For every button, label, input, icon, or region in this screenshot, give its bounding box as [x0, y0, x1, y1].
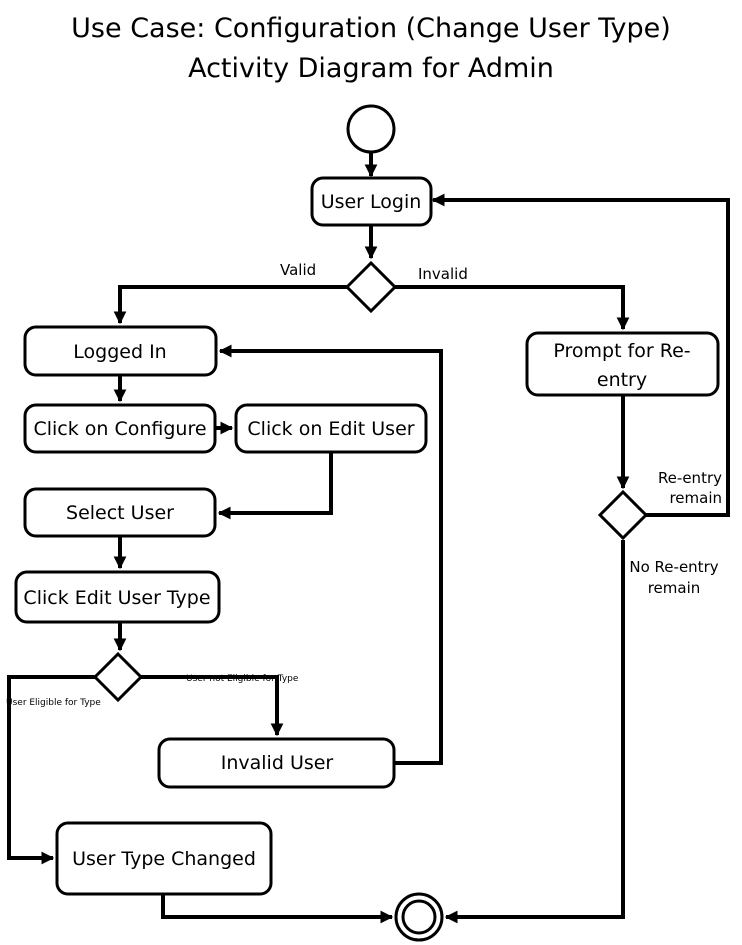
edge-no-reentry — [444, 540, 625, 924]
click-edit-type-label: Click Edit User Type — [23, 587, 210, 609]
click-edit-type-node: Click Edit User Type — [14, 570, 221, 624]
diagram-title-line-2: Activity Diagram for Admin — [188, 53, 554, 84]
user-login-node: User Login — [310, 176, 433, 227]
no-reentry-label-line-1: No Re-entry — [629, 558, 718, 576]
start-node — [346, 104, 396, 154]
invalid-user-label: Invalid User — [221, 752, 334, 774]
edge-typechanged-to-end — [161, 894, 394, 924]
no-reentry-label-line-2: remain — [648, 579, 701, 597]
invalid-user-node: Invalid User — [157, 737, 396, 789]
valid-label: Valid — [280, 261, 316, 279]
edge-valid — [113, 285, 347, 325]
edge-not-eligible — [140, 675, 284, 737]
click-configure-node: Click on Configure — [23, 403, 217, 454]
edge-eligible — [7, 675, 96, 865]
invalid-label: Invalid — [418, 265, 468, 283]
reentry-decision — [597, 489, 649, 541]
select-user-label: Select User — [66, 502, 174, 524]
edges — [7, 152, 730, 924]
edge-invaliduser-to-loggedin — [218, 344, 443, 765]
reentry-label-line-2: remain — [669, 489, 722, 507]
type-changed-label: User Type Changed — [72, 848, 256, 870]
edge-reentry-remain — [431, 193, 730, 517]
prompt-reentry-label-line-1: Prompt for Re- — [553, 340, 690, 362]
eligibility-decision — [92, 651, 144, 703]
prompt-reentry-label-line-2: entry — [597, 369, 647, 391]
end-node — [394, 892, 444, 942]
not-eligible-label: User not Eligible for Type — [186, 674, 299, 684]
click-edit-user-node: Click on Edit User — [234, 403, 428, 454]
select-user-node: Select User — [23, 487, 217, 538]
logged-in-label: Logged In — [73, 341, 166, 363]
reentry-label-line-1: Re-entry — [658, 469, 722, 487]
type-changed-node: User Type Changed — [55, 821, 273, 896]
click-edit-user-label: Click on Edit User — [247, 418, 414, 440]
edge-invalid — [395, 285, 630, 331]
eligible-label: User Eligible for Type — [6, 698, 101, 708]
login-decision — [344, 260, 398, 314]
user-login-label: User Login — [321, 191, 422, 213]
edge-edituser-to-selectuser — [217, 452, 333, 520]
diagram-title-line-1: Use Case: Configuration (Change User Typ… — [71, 13, 671, 44]
logged-in-node: Logged In — [23, 325, 218, 377]
prompt-reentry-node: Prompt for Re- entry — [525, 331, 720, 397]
click-configure-label: Click on Configure — [33, 418, 206, 440]
